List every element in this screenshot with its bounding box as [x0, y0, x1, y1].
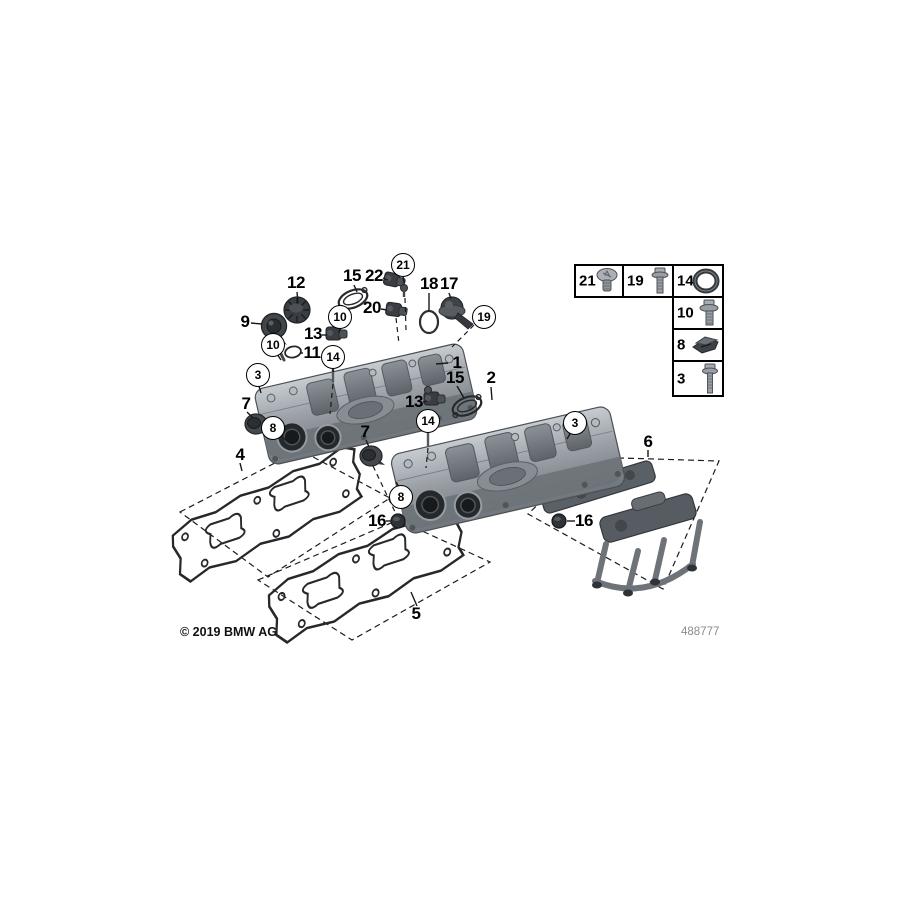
button-head-screw-icon [596, 268, 618, 292]
callout-5[interactable]: 5 [411, 604, 421, 623]
callout-7[interactable]: 7 [241, 394, 251, 413]
camshaft-sensor-20[interactable] [384, 301, 409, 319]
legend-label: 19 [627, 272, 644, 290]
dashed-leader-lines [329, 297, 475, 515]
sealing-cap-7-right[interactable] [359, 445, 386, 467]
washer-bolt-icon [699, 299, 719, 326]
legend-cell-21[interactable]: 21 [574, 264, 624, 298]
legend-cell-14[interactable]: 14 [672, 264, 724, 298]
o-ring-11[interactable] [284, 345, 302, 359]
grommet-16-right[interactable] [551, 513, 567, 529]
oil-filler-cap-12[interactable] [283, 296, 311, 324]
legend-label: 3 [677, 370, 686, 387]
callout-22[interactable]: 22 [365, 266, 383, 285]
callout-15[interactable]: 15 [343, 266, 361, 285]
gasket-5-group-box [256, 519, 492, 641]
legend-label: 10 [677, 304, 694, 322]
circled-callout-14[interactable]: 14 [321, 345, 345, 369]
callout-6[interactable]: 6 [643, 432, 653, 451]
callout-9[interactable]: 9 [240, 312, 250, 331]
diagram-number: 488777 [681, 626, 720, 638]
legend-label: 8 [677, 336, 686, 354]
o-ring-18[interactable] [418, 309, 440, 335]
legend-cell-8[interactable]: 8 [672, 328, 724, 362]
grommet-16-left[interactable] [390, 513, 406, 529]
o-ring-icon [692, 268, 720, 294]
callout-7[interactable]: 7 [360, 422, 370, 441]
callout-13[interactable]: 13 [405, 392, 423, 411]
legend-label: 21 [579, 272, 596, 290]
legend-cell-19[interactable]: 19 [622, 264, 674, 298]
callout-16[interactable]: 16 [368, 511, 386, 530]
callout-4[interactable]: 4 [235, 445, 245, 464]
long-bolt-icon [702, 363, 718, 393]
gasket-4-group-box [178, 449, 392, 578]
camshaft-sensor-13-left[interactable] [325, 326, 348, 341]
valve-cover-gasket-4[interactable] [167, 441, 368, 587]
callout-1[interactable]: 1 [452, 353, 462, 372]
legend-label: 14 [677, 272, 694, 290]
callout-11[interactable]: 11 [303, 343, 321, 362]
circled-callout-3[interactable]: 3 [246, 363, 270, 387]
circled-callout-10[interactable]: 10 [328, 305, 352, 329]
flange-bolt-icon [651, 267, 669, 294]
circled-callout-3[interactable]: 3 [563, 411, 587, 435]
copyright: © 2019 BMW AG [180, 625, 277, 639]
circled-callout-21[interactable]: 21 [391, 253, 415, 277]
screw-21-part [400, 284, 408, 297]
callout-18[interactable]: 18 [420, 274, 438, 293]
circled-callout-10[interactable]: 10 [261, 333, 285, 357]
callout-2[interactable]: 2 [486, 368, 496, 387]
clip-icon [692, 336, 719, 354]
circled-callout-8[interactable]: 8 [261, 416, 285, 440]
circled-callout-14[interactable]: 14 [416, 409, 440, 433]
legend-cell-10[interactable]: 10 [672, 296, 724, 330]
callout-12[interactable]: 12 [287, 273, 305, 292]
filler-neck-cap-9[interactable] [260, 312, 288, 346]
callout-15[interactable]: 15 [446, 368, 464, 387]
circled-callout-19[interactable]: 19 [472, 305, 496, 329]
callout-13[interactable]: 13 [304, 324, 322, 343]
callout-16[interactable]: 16 [575, 511, 593, 530]
callout-20[interactable]: 20 [363, 298, 381, 317]
legend-cell-3[interactable]: 3 [672, 360, 724, 397]
vent-valve-17[interactable] [438, 296, 474, 330]
callout-17[interactable]: 17 [440, 274, 458, 293]
circled-callout-8[interactable]: 8 [389, 485, 413, 509]
